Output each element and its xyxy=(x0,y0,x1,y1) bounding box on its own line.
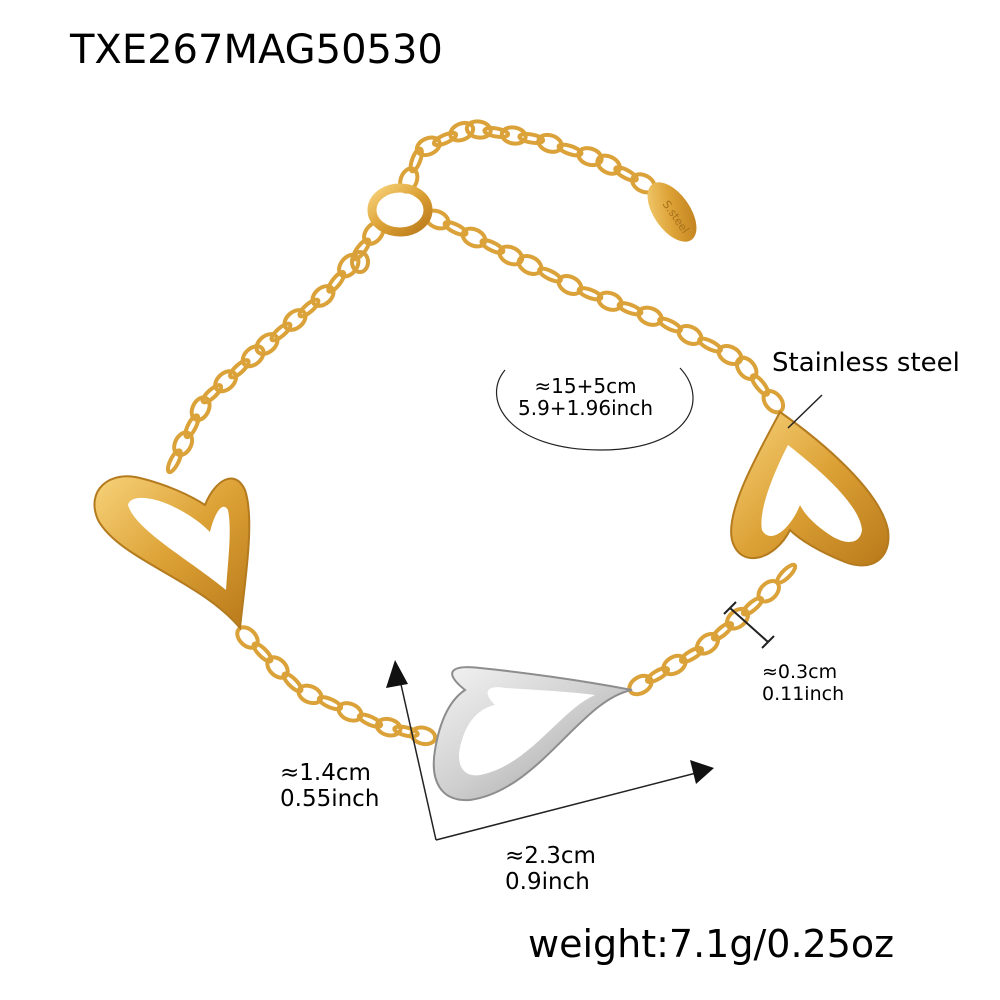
chain-link xyxy=(678,646,705,664)
chain-link xyxy=(616,301,644,317)
chain-link xyxy=(213,369,239,394)
length-label: ≈15+5cm 5.9+1.96inch xyxy=(518,375,653,419)
chain-link xyxy=(517,132,546,145)
chain-link xyxy=(189,395,212,423)
chain-link xyxy=(595,153,622,176)
product-code: TXE267MAG50530 xyxy=(70,27,443,73)
chain-link xyxy=(724,606,751,631)
chain-link xyxy=(235,625,260,650)
chain-link xyxy=(596,290,624,312)
chain-link xyxy=(183,413,201,440)
chain-link xyxy=(661,653,688,677)
chain-link xyxy=(316,695,344,712)
chain-link xyxy=(310,284,336,308)
chain-link xyxy=(414,135,442,158)
chain-link xyxy=(282,308,308,332)
chain-link xyxy=(240,344,266,369)
chain-link xyxy=(408,146,424,174)
chain-link xyxy=(442,220,469,237)
chain-link xyxy=(297,297,321,319)
chain-link xyxy=(165,448,183,475)
chain-link xyxy=(536,132,564,154)
heart-charm-left xyxy=(93,475,251,631)
chain-link xyxy=(499,125,528,146)
chain-link xyxy=(710,620,735,642)
chain-link xyxy=(356,712,384,729)
chain-link xyxy=(172,430,195,458)
chain-link xyxy=(251,641,274,664)
annotations xyxy=(386,367,823,841)
chain-link xyxy=(775,562,798,585)
chain-link xyxy=(636,305,664,327)
chain-link xyxy=(734,355,759,381)
heart-charm-right xyxy=(730,410,890,567)
weight-label: weight:7.1g/0.25oz xyxy=(528,922,895,966)
chain-link xyxy=(576,146,604,168)
chain-link xyxy=(613,165,639,183)
charm-height-cm: ≈1.4cm xyxy=(280,760,371,786)
chain-link xyxy=(657,316,683,334)
chain-link xyxy=(228,358,251,380)
charm-width-label: ≈2.3cm 0.9inch xyxy=(505,843,596,896)
chain-link xyxy=(254,332,280,356)
chain-link xyxy=(497,244,525,267)
chain-link xyxy=(326,270,347,294)
material-label: Stainless steel xyxy=(772,348,960,378)
chain-link xyxy=(448,120,476,143)
chain-link xyxy=(269,321,293,343)
heart-charm-silver xyxy=(432,666,633,802)
chain-link xyxy=(576,286,604,302)
length-cm: ≈15+5cm xyxy=(534,374,637,398)
link-width-cm: ≈0.3cm xyxy=(762,661,838,683)
chain-link xyxy=(431,130,459,148)
length-inch: 5.9+1.96inch xyxy=(518,396,653,420)
chain-link xyxy=(392,724,420,739)
charm-width-inch: 0.9inch xyxy=(505,869,590,896)
chain-link xyxy=(556,142,584,158)
chain-link xyxy=(200,383,224,405)
steel-tag: S.steel xyxy=(647,182,697,242)
chain-link xyxy=(374,716,403,738)
charm-height-label: ≈1.4cm 0.55inch xyxy=(280,760,379,813)
chain-link xyxy=(516,254,544,276)
chain-link xyxy=(644,666,671,684)
chain-link xyxy=(761,389,786,415)
chain-link xyxy=(265,655,290,680)
link-width-label: ≈0.3cm 0.11inch xyxy=(762,661,845,706)
charm-height-inch: 0.55inch xyxy=(280,786,380,813)
chain-link xyxy=(464,119,493,140)
charm-width-cm: ≈2.3cm xyxy=(505,843,596,869)
chain-link xyxy=(482,126,511,139)
chain-link xyxy=(281,671,304,694)
lobster-clasp xyxy=(350,183,433,274)
chain-link xyxy=(749,373,771,397)
chain xyxy=(165,119,798,747)
chain-link xyxy=(694,631,721,656)
chain-link xyxy=(460,226,488,249)
link-width-inch: 0.11inch xyxy=(762,682,845,705)
chain-link xyxy=(479,238,506,255)
